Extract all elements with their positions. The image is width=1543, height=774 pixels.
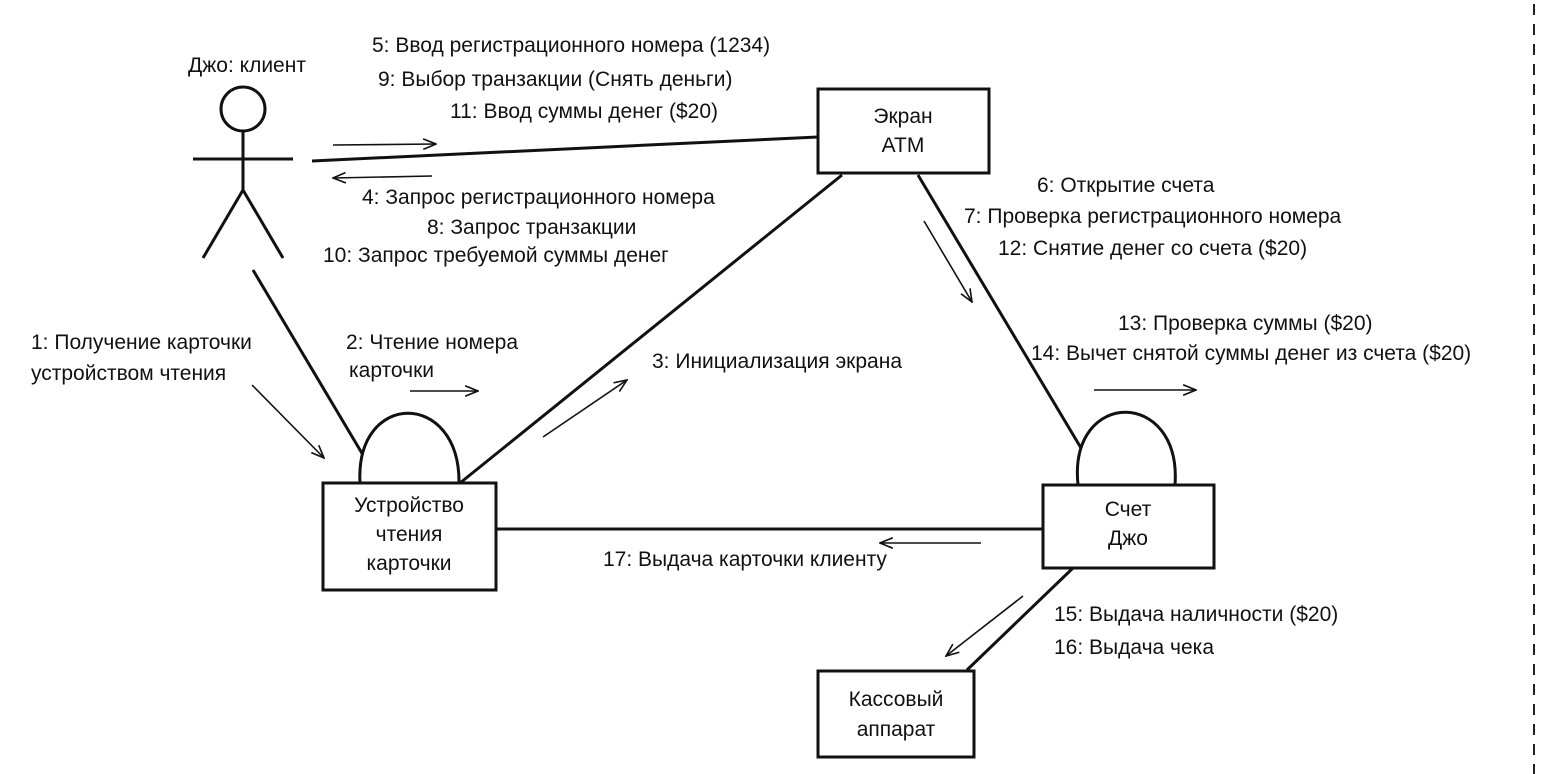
account-arch [1075,410,1177,486]
cash-register-label-line2: аппарат [857,718,936,741]
actor-left-leg [201,189,245,259]
arrow-atm-screen-to-actor [333,176,433,178]
arrow-account-to-cash-register [946,595,1024,656]
atm-screen-label-line2: ATM [882,134,925,157]
message-9: 9: Выбор транзакции (Снять деньги) [378,68,732,91]
message-13: 13: Проверка суммы ($20) [1118,312,1373,335]
link-account-cash-register [965,566,1075,672]
object-account-joe[interactable]: Счет Джо [1041,410,1216,570]
message-1-line2: устройством чтения [31,362,226,385]
account-label-line1: Счет [1105,498,1152,521]
account-box [1041,483,1216,570]
object-card-reader[interactable]: Устройство чтения карточки [321,411,498,592]
arrow-card-reader-to-atm-screen [542,380,627,438]
actor-right-leg [241,189,285,259]
message-2-line1: 2: Чтение номера [346,331,518,354]
actor-head [219,85,267,133]
card-reader-label-line3: карточки [366,552,451,575]
card-reader-arch [358,411,461,484]
link-atm-screen-account [916,174,1083,449]
message-8: 8: Запрос транзакции [427,216,636,239]
card-reader-box [321,481,498,592]
message-11: 11: Ввод суммы денег ($20) [450,100,718,123]
arrow-actor-to-atm-screen [332,144,436,145]
message-14: 14: Вычет снятой суммы денег из счета ($… [1031,342,1471,365]
message-4: 4: Запрос регистрационного номера [362,186,715,209]
link-actor-atm-screen [311,135,819,163]
cash-register-label-line1: Кассовый [849,688,944,711]
actor-label: Джо: клиент [188,54,306,77]
card-reader-label-line2: чтения [376,523,443,546]
arrow-actor-to-card-reader [251,384,324,458]
card-reader-label-line1: Устройство [354,494,464,517]
object-atm-screen[interactable]: Экран ATM [816,87,991,175]
message-12: 12: Снятие денег со счета ($20) [998,237,1307,260]
link-card-reader-atm-screen [459,173,843,485]
message-5: 5: Ввод регистрационного номера (1234) [372,34,770,57]
message-3: 3: Инициализация экрана [652,350,902,373]
message-15: 15: Выдача наличности ($20) [1054,603,1338,626]
message-2-line2: карточки [349,359,434,382]
message-16: 16: Выдача чека [1054,636,1214,659]
message-1-line1: 1: Получение карточки [31,331,252,354]
cash-register-box [816,669,976,759]
atm-screen-box [816,87,991,175]
actor-joe-figure[interactable] [193,85,293,259]
object-cash-register[interactable]: Кассовый аппарат [816,669,976,759]
message-10: 10: Запрос требуемой суммы денег [323,244,669,267]
link-actor-card-reader [251,269,365,456]
account-label-line2: Джо [1108,527,1148,550]
message-6: 6: Открытие счета [1037,174,1215,197]
message-7: 7: Проверка регистрационного номера [964,205,1342,228]
arrow-atm-screen-to-account [923,220,972,302]
atm-screen-label-line1: Экран [873,105,932,128]
message-17: 17: Выдача карточки клиенту [603,548,887,571]
